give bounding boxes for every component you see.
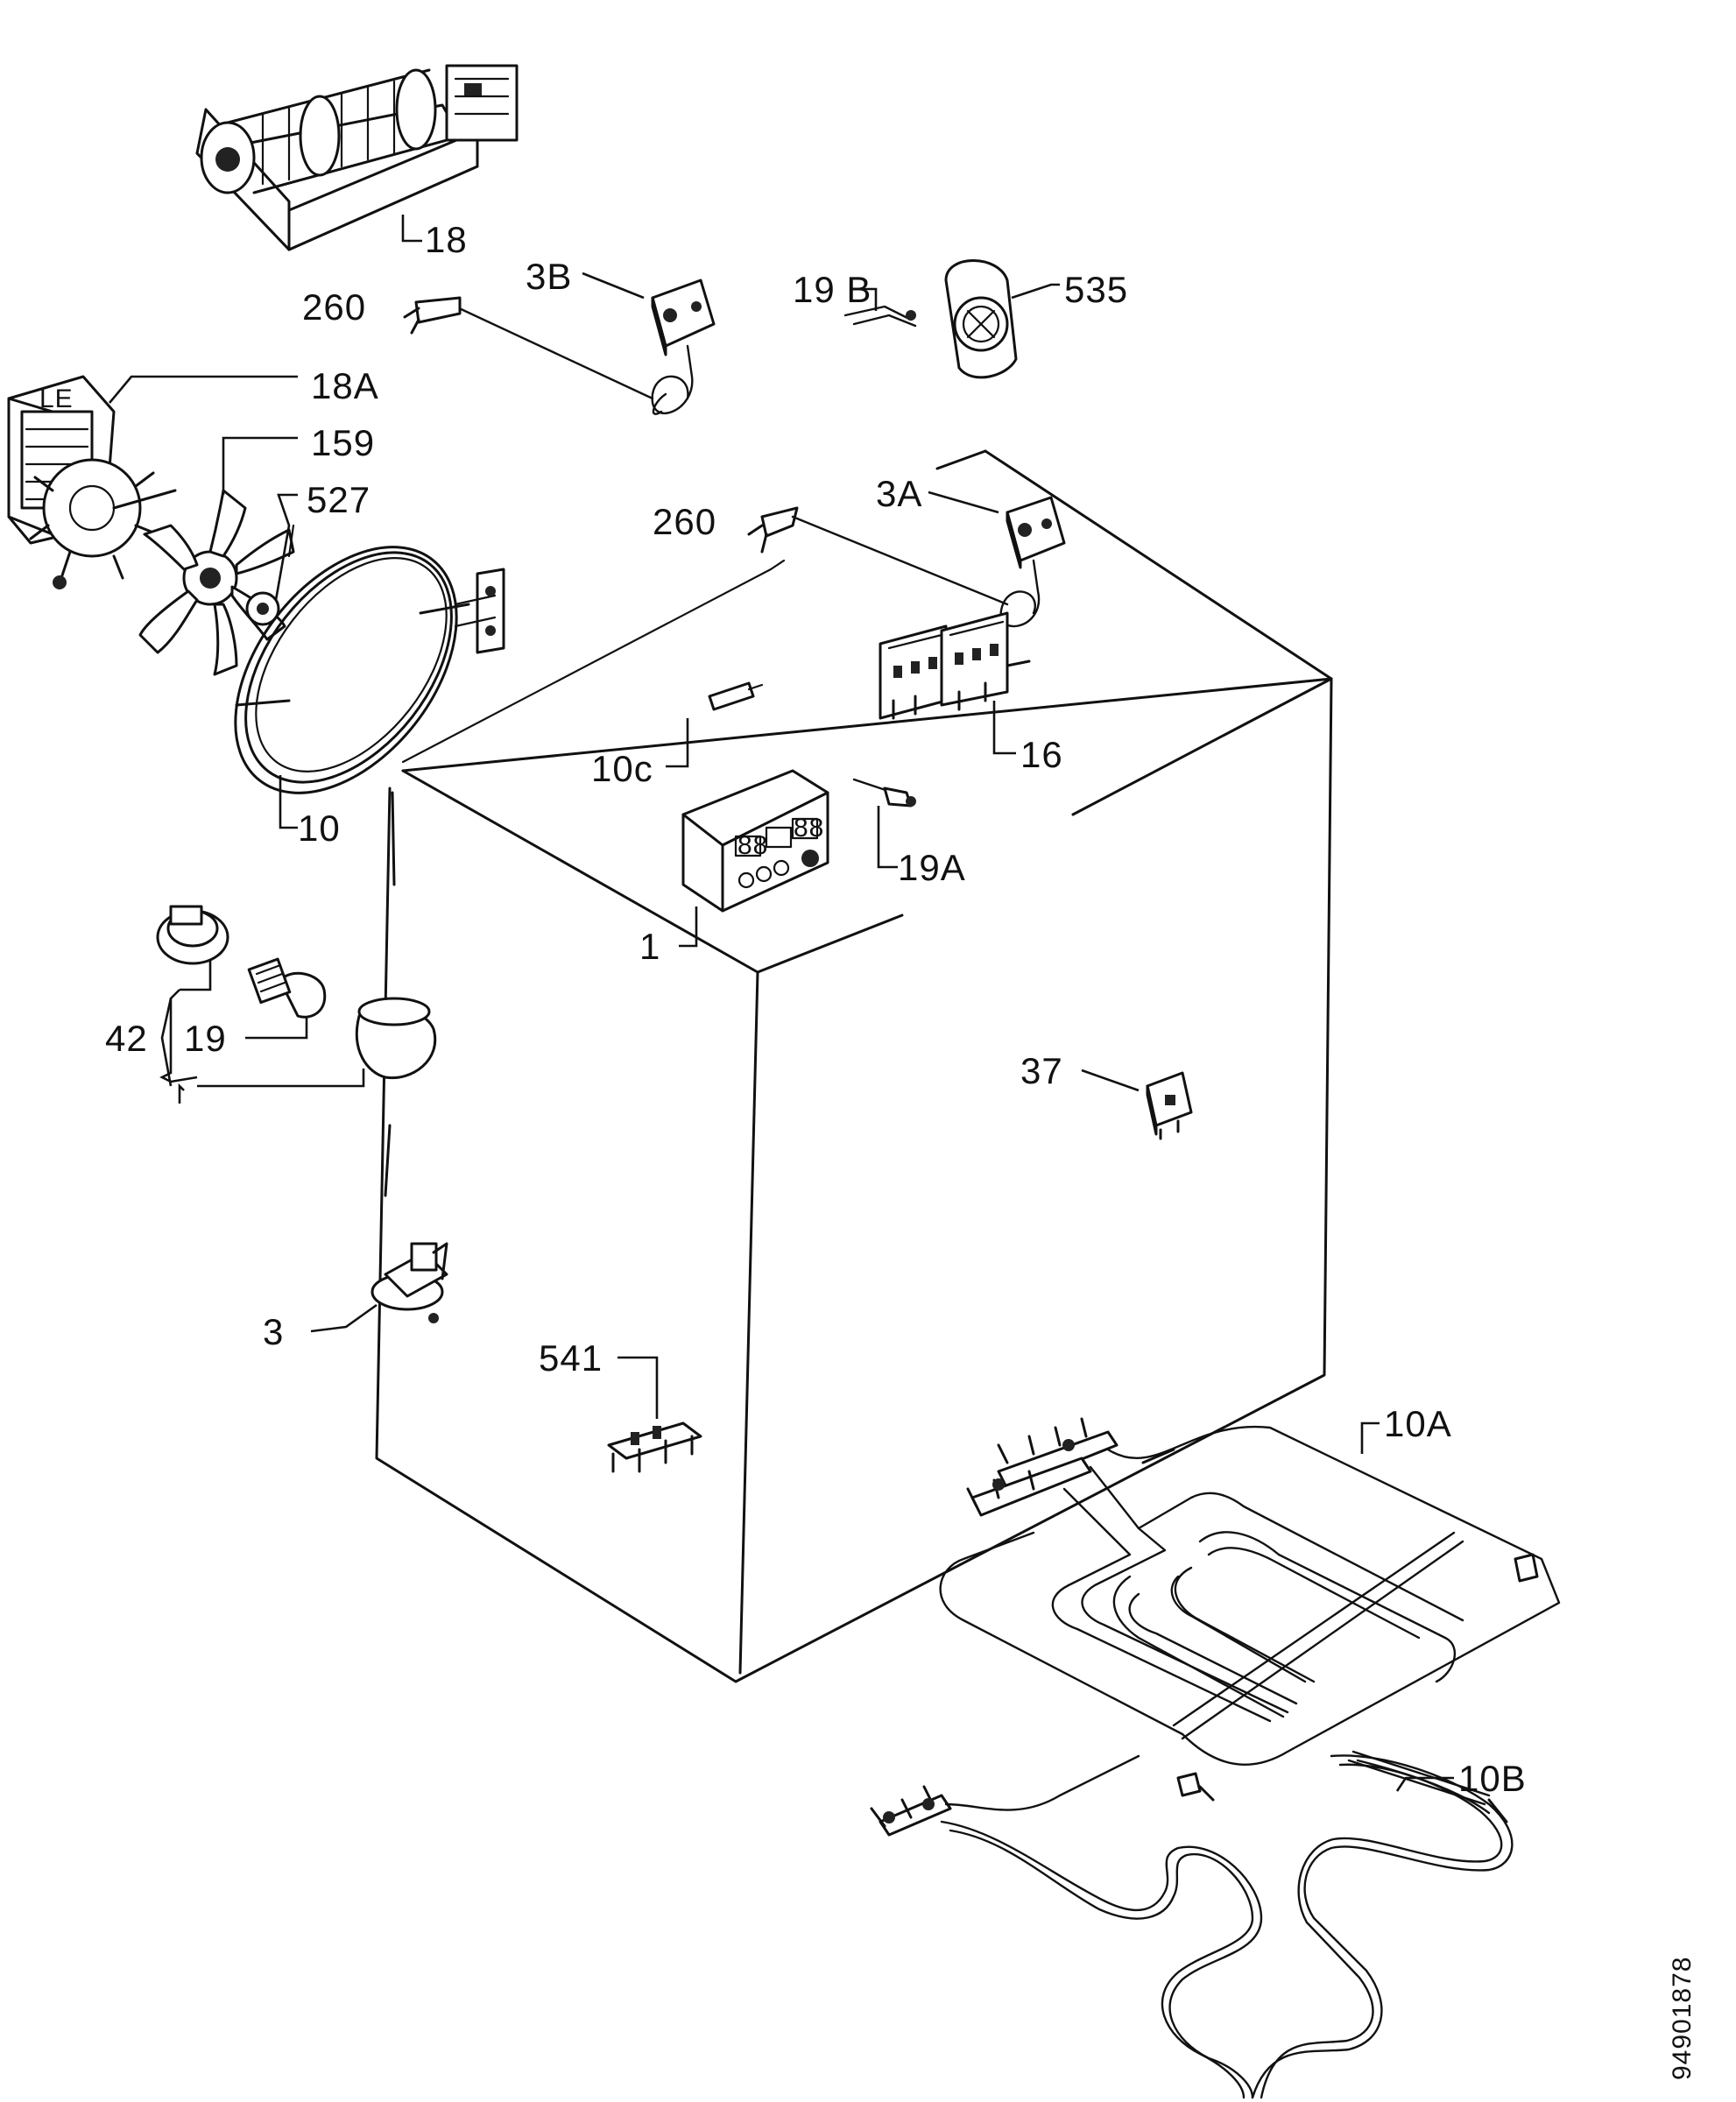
fan-nut-527 [245,493,298,626]
label-535: 535 [1064,269,1128,310]
svg-text:88: 88 [737,831,768,860]
lamp-bulb-19 [245,957,327,1040]
label-10: 10 [298,808,341,849]
lamp-cover [197,997,437,1088]
door-switch-37 [1081,1069,1193,1140]
timer-1: 88 88 [679,769,829,948]
oven-cabinet [375,449,1333,1683]
grill-element-10A [939,1417,1561,1802]
safety-thermostat-3 [310,1242,448,1333]
label-42: 42 [105,1018,148,1059]
label-16: 16 [1020,734,1063,775]
label-541: 541 [539,1337,603,1379]
pilot-lamp-19B [843,287,917,328]
label-260-mid: 260 [653,501,716,542]
lamp-holder-535 [944,259,1060,379]
label-159: 159 [311,422,375,463]
ring-element-10 [234,546,505,829]
label-10c: 10c [591,748,653,789]
label-527: 527 [307,479,370,520]
terminal-block-541 [607,1356,702,1473]
svg-text:LE: LE [39,384,74,413]
label-10A: 10A [1384,1403,1452,1444]
probe-260 [747,506,1009,606]
document-number: 94901878 [1668,1957,1697,2080]
label-3A: 3A [876,473,922,514]
label-37: 37 [1020,1050,1063,1091]
fan-blade-159 [138,436,298,676]
part-labels: 18 3B 260 19 B 535 18A 159 527 3A 260 16… [105,219,1697,2080]
bottom-element-10B [870,1750,1514,2099]
label-19B: 19 B [793,269,872,310]
svg-text:88: 88 [794,814,824,843]
tangential-fan-18 [195,64,519,251]
label-18: 18 [425,219,468,260]
thermostat-3A [928,490,1066,628]
pilot-light-19A [852,778,916,869]
label-3B: 3B [526,256,572,297]
bracket-line [160,998,392,1197]
label-18A: 18A [311,365,379,406]
label-1: 1 [639,926,660,967]
fan-motor-18A: LE [7,375,298,589]
label-19: 19 [184,1018,227,1059]
selector-switch-16 [879,611,1031,755]
sensor-10c [666,681,764,768]
label-260-top: 260 [302,286,366,328]
label-19A: 19A [898,847,966,888]
lamp-assembly-42 [156,905,229,1104]
label-3: 3 [263,1311,284,1352]
label-10B: 10B [1458,1758,1527,1799]
thermostat-3B [403,272,716,415]
